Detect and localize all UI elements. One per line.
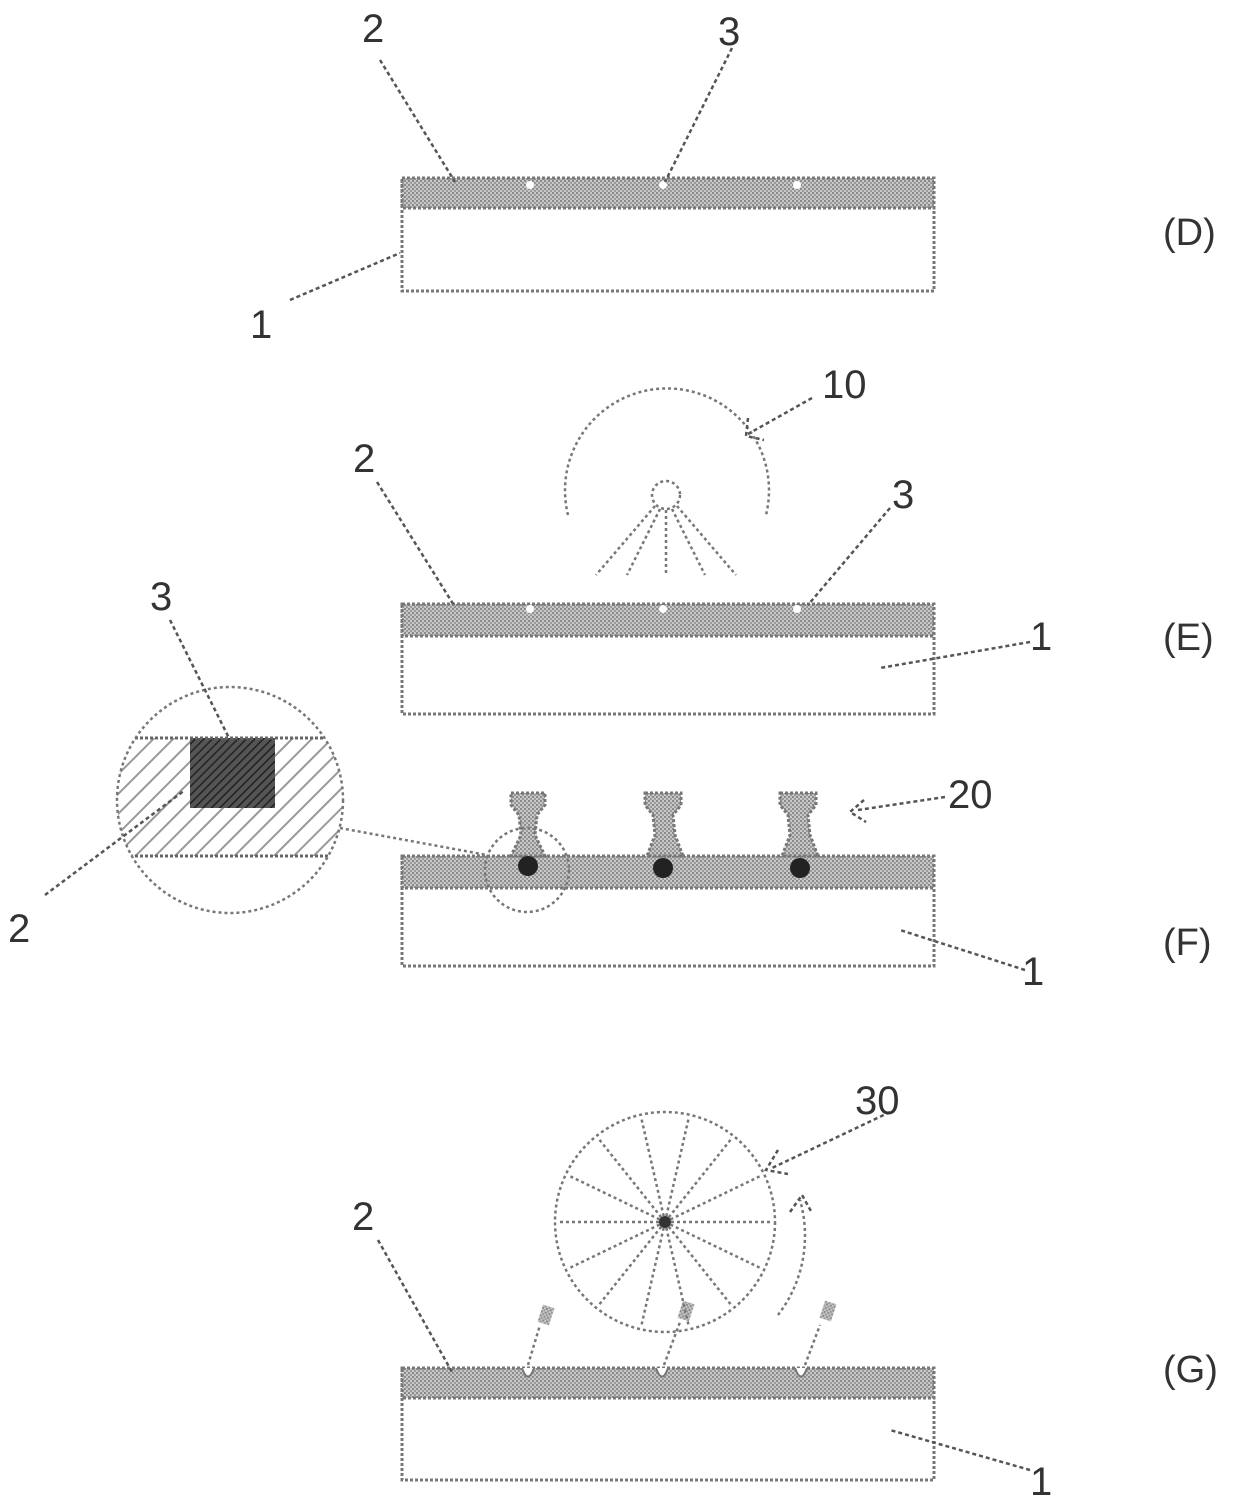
step-label-d: (D) [1163, 212, 1216, 254]
step-label-g: (G) [1163, 1349, 1218, 1391]
zoom-detail [110, 687, 350, 913]
label-3: 3 [718, 10, 740, 54]
deposit-dot [518, 856, 538, 876]
roller-spoke [568, 1175, 665, 1222]
roller-spoke [665, 1222, 762, 1269]
step-label-f: (F) [1163, 922, 1212, 964]
dot [526, 181, 534, 189]
label-10: 10 [822, 363, 867, 407]
roller-hub [659, 1216, 671, 1228]
label-1: 1 [1030, 615, 1052, 659]
film-layer [402, 604, 934, 636]
deposit-dot [790, 858, 810, 878]
step-label-e: (E) [1163, 617, 1214, 659]
label-3: 3 [150, 575, 172, 619]
label-2: 2 [352, 1195, 374, 1239]
film-layer [402, 178, 934, 208]
panel-g: 30 2 1 (G) [352, 1079, 1218, 1504]
roller-spoke [665, 1175, 762, 1222]
dot [793, 181, 801, 189]
label-2: 2 [353, 437, 375, 481]
label-30: 30 [855, 1079, 900, 1123]
label-1: 1 [250, 303, 272, 347]
label-2: 2 [362, 7, 384, 51]
label-1: 1 [1022, 950, 1044, 994]
panel-d: 2 3 1 (D) [250, 7, 1216, 347]
roller-spoke [568, 1222, 665, 1269]
dot [659, 605, 667, 613]
light-source [565, 388, 769, 575]
panel-e: 10 2 3 1 (E) [353, 363, 1214, 714]
label-1: 1 [1030, 1460, 1052, 1504]
label-3: 3 [892, 473, 914, 517]
label-20: 20 [948, 773, 993, 817]
deposit-dot [653, 858, 673, 878]
dot [793, 605, 801, 613]
dot [526, 605, 534, 613]
film-layer [402, 1368, 934, 1398]
roller [555, 1112, 775, 1332]
label-2: 2 [8, 907, 30, 951]
